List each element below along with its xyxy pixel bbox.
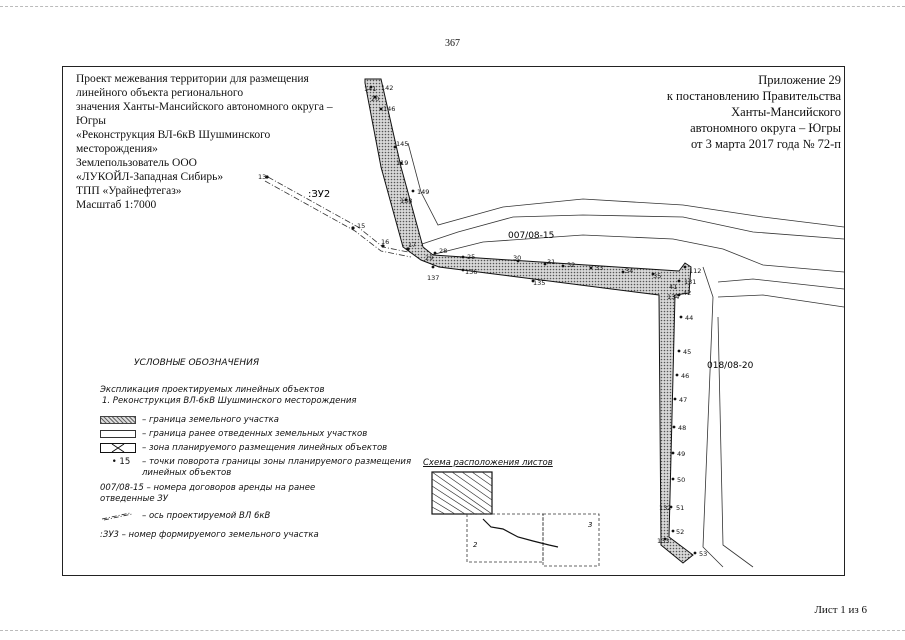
point-label: 141 (364, 85, 376, 93)
point-label: 53 (699, 550, 707, 558)
legend-text: – ось проектируемой ВЛ 6кВ (142, 511, 271, 521)
lease-boundaries (387, 142, 844, 568)
power-line-swatch (101, 512, 133, 521)
point-label: 17 (408, 241, 416, 249)
point-label: 50 (677, 476, 685, 484)
point-label: 33 (595, 264, 603, 272)
legend-text: :ЗУ3 – номер формируемого земельного уча… (100, 530, 319, 540)
point-label: 44 (685, 314, 693, 322)
legend-text: – точки поворота границы зоны планируемо… (142, 457, 412, 478)
plot-label: :ЗУ2 (308, 189, 330, 200)
allotted-plot-swatch (100, 430, 136, 438)
point-label: 42 (683, 289, 691, 297)
legend-text: – граница ранее отведенных земельных уча… (142, 429, 368, 439)
turning-point-sample: • 15 (111, 457, 131, 467)
point-label: 133 (657, 537, 669, 545)
scan-bottom-line (0, 630, 905, 632)
point-label: 138 (400, 197, 412, 205)
point-label: 15 (357, 222, 365, 230)
map-frame (62, 66, 845, 576)
land-plot-swatch (100, 416, 136, 424)
point-label: 131 (684, 278, 696, 286)
point-label: 137 (427, 274, 439, 282)
point-label: 32 (567, 261, 575, 269)
point-label: 132 (659, 504, 671, 512)
legend-text: – граница земельного участка (142, 415, 279, 425)
point-label: 28 (439, 247, 447, 255)
point-label: 47 (679, 396, 687, 404)
point-label: 112 (689, 267, 701, 275)
page-number: 367 (445, 38, 460, 49)
point-label: 31 (547, 258, 555, 266)
legend-text: 007/08-15 – номера договоров аренды на р… (100, 483, 316, 504)
power-line-axis (264, 176, 414, 258)
point-label: 136 (465, 268, 477, 276)
legend-row: – ось проектируемой ВЛ 6кВ (100, 511, 430, 522)
sheet-number: 2 (473, 541, 478, 549)
point-label: 145 (396, 140, 408, 148)
legend-row: • 15 – точки поворота границы зоны плани… (100, 457, 430, 479)
placement-zone-swatch (100, 443, 136, 453)
turning-points (265, 85, 697, 555)
lease-label: 007/08-15 (508, 231, 554, 241)
point-label: 134 (667, 293, 679, 301)
scan-top-line (0, 6, 905, 8)
project-line: Масштаб 1:7000 (76, 199, 157, 211)
point-label: 48 (678, 424, 686, 432)
project-title-block: Проект межевания территории для размещен… (76, 72, 376, 212)
appendix-line: Ханты-Мансийского (731, 105, 841, 119)
survey-map: 13 15 16 17 141 142 20 146 145 119 149 1… (258, 78, 844, 568)
legend-row: – зона планируемого размещения линейных … (100, 443, 430, 454)
project-line: месторождения» (76, 143, 158, 155)
point-label: 29 (425, 254, 433, 262)
point-label: 13 (258, 173, 266, 181)
point-label: 41 (669, 283, 677, 291)
point-label: 16 (381, 238, 389, 246)
point-label: 119 (396, 159, 408, 167)
point-label: 20 (371, 95, 379, 103)
explication-title: Экспликация проектируемых линейных объек… (100, 385, 325, 395)
project-line: Югры (76, 115, 107, 127)
legend-row: 007/08-15 – номера договоров аренды на р… (100, 483, 430, 505)
point-label: 146 (383, 105, 395, 113)
project-line: значения Ханты-Мансийского автономного о… (76, 101, 333, 113)
point-label: 49 (677, 450, 685, 458)
appendix-block: Приложение 29 к постановлению Правительс… (581, 72, 841, 152)
point-label: 45 (683, 348, 691, 356)
sheet-footer: Лист 1 из 6 (814, 604, 867, 616)
legend-text: – зона планируемого размещения линейных … (142, 443, 388, 453)
project-line: Проект межевания территории для размещен… (76, 73, 309, 85)
point-label: 35 (653, 272, 661, 280)
legend-row: – граница ранее отведенных земельных уча… (100, 429, 430, 440)
appendix-line: Приложение 29 (758, 73, 841, 87)
project-line: «ЛУКОЙЛ-Западная Сибирь» (76, 171, 224, 183)
lease-label: 018/08-20 (707, 361, 754, 371)
project-line: Землепользователь ООО (76, 157, 197, 169)
point-label: 135 (533, 279, 545, 287)
point-label: 34 (625, 267, 633, 275)
legend-row: :ЗУ3 – номер формируемого земельного уча… (100, 530, 430, 541)
project-line: «Реконструкция ВЛ-6кВ Шушминского (76, 129, 271, 141)
appendix-line: от 3 марта 2017 года № 72-п (690, 137, 841, 151)
point-label: 46 (681, 372, 689, 380)
project-line: линейного объекта регионального (76, 87, 244, 99)
legend-row: – граница земельного участка (100, 415, 430, 426)
sheet-number: 3 (588, 521, 592, 529)
point-label: 149 (417, 188, 429, 196)
sheet-layout-inset: 2 3 (431, 471, 600, 567)
point-label: 25 (467, 253, 475, 261)
point-label: 142 (381, 84, 393, 92)
point-label: 52 (676, 528, 684, 536)
legend: УСЛОВНЫЕ ОБОЗНАЧЕНИЯ Экспликация проекти… (100, 358, 430, 541)
project-line: ТПП «Урайнефтегаз» (76, 185, 182, 197)
appendix-line: к постановлению Правительства (666, 89, 841, 103)
point-label: 30 (513, 254, 521, 262)
explication-item: 1. Реконструкция ВЛ-6кВ Шушминского мест… (102, 396, 357, 406)
sheet-layout-title: Схема расположения листов (423, 458, 553, 468)
legend-title: УСЛОВНЫЕ ОБОЗНАЧЕНИЯ (134, 358, 260, 368)
land-plot-corridor (364, 78, 694, 564)
point-label: 51 (676, 504, 684, 512)
appendix-line: автономного округа – Югры (690, 121, 841, 135)
